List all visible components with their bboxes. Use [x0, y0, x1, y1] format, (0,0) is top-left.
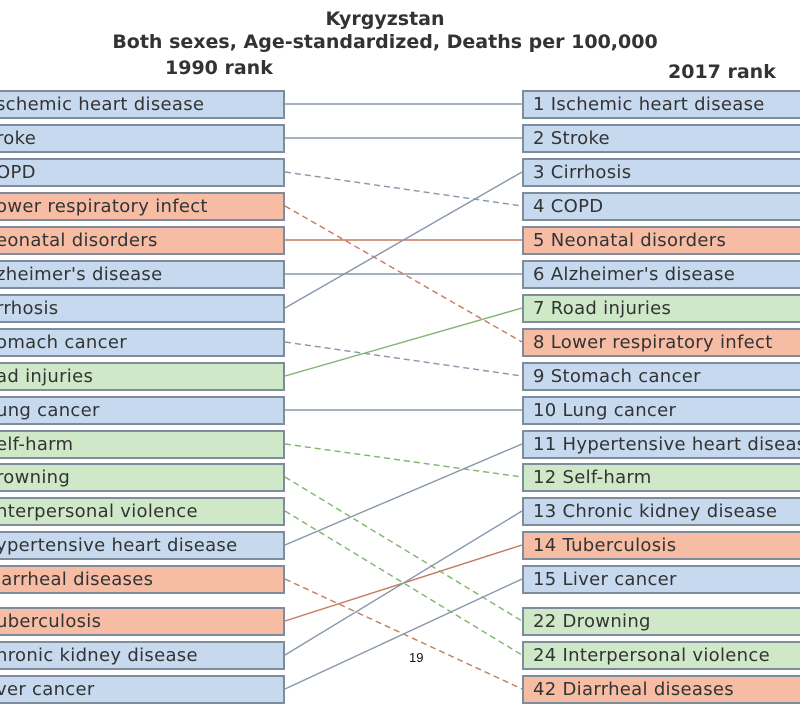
left-column-header: 1990 rank	[165, 57, 273, 79]
left-rank-box: ung cancer	[0, 396, 285, 425]
left-rank-box: omach cancer	[0, 328, 285, 357]
left-rank-label: elf-harm	[0, 434, 74, 455]
left-rank-label: roke	[0, 128, 37, 149]
left-rank-box: hronic kidney disease	[0, 641, 285, 670]
left-rank-label: schemic heart disease	[0, 94, 205, 115]
left-rank-label: iarrheal diseases	[0, 569, 154, 590]
right-rank-label: 22 Drowning	[533, 611, 651, 632]
right-rank-label: 3 Cirrhosis	[533, 162, 632, 183]
left-rank-box: ypertensive heart disease	[0, 531, 285, 560]
page-number: 19	[409, 650, 424, 665]
right-rank-box: 13 Chronic kidney disease	[522, 497, 800, 526]
rank-link-line	[284, 510, 523, 656]
right-rank-label: 4 COPD	[533, 196, 604, 217]
rank-link-line	[284, 171, 523, 207]
rank-link-line	[284, 510, 523, 656]
right-rank-label: 24 Interpersonal violence	[533, 645, 770, 666]
left-rank-box: schemic heart disease	[0, 90, 285, 119]
left-rank-label: rowning	[0, 467, 71, 488]
right-rank-label: 6 Alzheimer's disease	[533, 264, 736, 285]
left-rank-box: zheimer's disease	[0, 260, 285, 289]
right-rank-label: 1 Ischemic heart disease	[533, 94, 765, 115]
left-rank-label: eonatal disorders	[0, 230, 158, 251]
right-rank-box: 11 Hypertensive heart disease	[522, 430, 800, 459]
rank-link-line	[284, 578, 523, 690]
right-rank-label: 7 Road injuries	[533, 298, 672, 319]
right-rank-label: 12 Self-harm	[533, 467, 652, 488]
left-rank-label: ypertensive heart disease	[0, 535, 238, 556]
right-rank-box: 5 Neonatal disorders	[522, 226, 800, 255]
left-rank-label: ad injuries	[0, 366, 94, 387]
rank-link-line	[284, 443, 523, 478]
left-rank-box: ower respiratory infect	[0, 192, 285, 221]
left-rank-label: omach cancer	[0, 332, 127, 353]
chart-title: Kyrgyzstan	[325, 8, 445, 30]
left-rank-label: ower respiratory infect	[0, 196, 208, 217]
rank-link-line	[284, 307, 523, 377]
right-rank-label: 8 Lower respiratory infect	[533, 332, 773, 353]
right-column-header: 2017 rank	[668, 61, 776, 83]
left-rank-box: rrhosis	[0, 294, 285, 323]
right-rank-box: 1 Ischemic heart disease	[522, 90, 800, 119]
left-rank-box: iarrheal diseases	[0, 565, 285, 594]
right-rank-box: 42 Diarrheal diseases	[522, 675, 800, 704]
right-rank-label: 9 Stomach cancer	[533, 366, 701, 387]
left-rank-label: nterpersonal violence	[0, 501, 198, 522]
left-rank-label: ver cancer	[0, 679, 95, 700]
left-rank-box: rowning	[0, 463, 285, 492]
right-rank-label: 10 Lung cancer	[533, 400, 677, 421]
rank-link-line	[284, 341, 523, 377]
left-rank-box: ad injuries	[0, 362, 285, 391]
right-rank-label: 15 Liver cancer	[533, 569, 677, 590]
right-rank-box: 8 Lower respiratory infect	[522, 328, 800, 357]
right-rank-box: 14 Tuberculosis	[522, 531, 800, 560]
left-rank-label: ung cancer	[0, 400, 100, 421]
rank-link-line	[284, 476, 523, 622]
left-rank-box: ver cancer	[0, 675, 285, 704]
right-rank-box: 15 Liver cancer	[522, 565, 800, 594]
right-rank-label: 11 Hypertensive heart disease	[533, 434, 800, 455]
rank-link-line	[284, 171, 523, 309]
right-rank-box: 6 Alzheimer's disease	[522, 260, 800, 289]
left-rank-box: OPD	[0, 158, 285, 187]
left-rank-label: uberculosis	[0, 611, 102, 632]
right-rank-box: 12 Self-harm	[522, 463, 800, 492]
rank-link-line	[284, 443, 523, 546]
right-rank-box: 7 Road injuries	[522, 294, 800, 323]
left-rank-box: uberculosis	[0, 607, 285, 636]
right-rank-label: 13 Chronic kidney disease	[533, 501, 778, 522]
right-rank-label: 5 Neonatal disorders	[533, 230, 727, 251]
right-rank-label: 42 Diarrheal diseases	[533, 679, 734, 700]
chart-title-block: Kyrgyzstan Both sexes, Age-standardized,…	[0, 8, 770, 54]
left-rank-box: eonatal disorders	[0, 226, 285, 255]
right-rank-box: 3 Cirrhosis	[522, 158, 800, 187]
right-rank-box: 10 Lung cancer	[522, 396, 800, 425]
right-rank-label: 14 Tuberculosis	[533, 535, 677, 556]
right-rank-box: 2 Stroke	[522, 124, 800, 153]
rank-link-line	[284, 205, 523, 343]
right-rank-box: 22 Drowning	[522, 607, 800, 636]
left-rank-box: roke	[0, 124, 285, 153]
chart-subtitle: Both sexes, Age-standardized, Deaths per…	[112, 31, 658, 53]
right-rank-box: 24 Interpersonal violence	[522, 641, 800, 670]
left-rank-box: elf-harm	[0, 430, 285, 459]
left-rank-label: rrhosis	[0, 298, 59, 319]
right-rank-label: 2 Stroke	[533, 128, 610, 149]
right-rank-box: 4 COPD	[522, 192, 800, 221]
left-rank-label: zheimer's disease	[0, 264, 163, 285]
right-rank-box: 9 Stomach cancer	[522, 362, 800, 391]
left-rank-box: nterpersonal violence	[0, 497, 285, 526]
left-rank-label: hronic kidney disease	[0, 645, 198, 666]
left-rank-label: OPD	[0, 162, 36, 183]
